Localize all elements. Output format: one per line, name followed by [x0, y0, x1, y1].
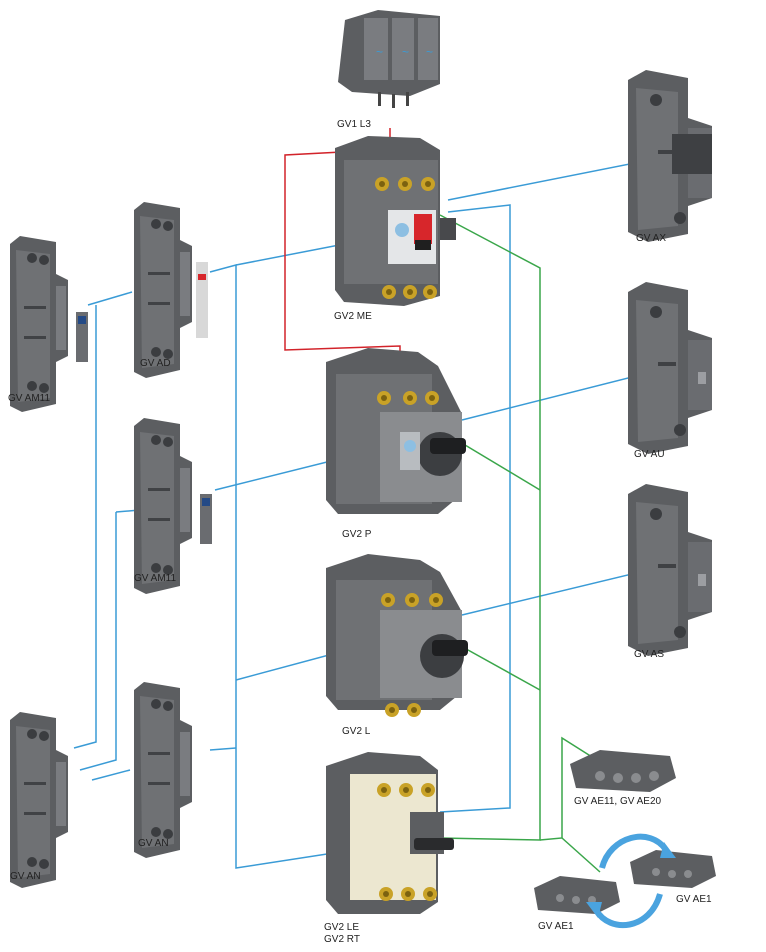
label-gv-ad: GV AD	[140, 358, 171, 369]
gv-an-center-block	[134, 682, 192, 858]
cycle-arrow-icon	[593, 833, 669, 928]
gv-am11-center-block	[134, 418, 212, 594]
gv-ae11-block	[570, 750, 676, 792]
label-gv-ae11-ae20: GV AE11, GV AE20	[574, 796, 662, 807]
label-gv2-l: GV2 L	[342, 726, 371, 737]
label-gv-as: GV AS	[634, 649, 665, 660]
svg-text:~: ~	[402, 45, 409, 59]
label-gv2-p: GV2 P	[342, 529, 372, 540]
label-gv-au: GV AU	[634, 449, 665, 460]
label-gv2-me: GV2 ME	[334, 311, 372, 322]
gv-ae1-left-block	[534, 876, 620, 914]
svg-text:~: ~	[376, 45, 383, 59]
gv-ax-unit	[628, 70, 712, 242]
label-gv-am11-left: GV AM11	[8, 393, 51, 404]
blue-connection-lines	[73, 161, 641, 869]
label-gv-an-center: GV AN	[138, 838, 169, 849]
gv2-me-device	[335, 136, 456, 306]
gv-an-left-block	[10, 712, 68, 888]
gv-au-unit	[628, 282, 712, 454]
gv2-l-device	[326, 554, 468, 717]
gv-ad-block	[134, 202, 208, 378]
label-gv-ax: GV AX	[636, 233, 667, 244]
svg-text:~: ~	[426, 45, 433, 59]
gv-ae1-right-block	[630, 850, 716, 888]
gv2-le-device	[326, 752, 454, 914]
label-gv2-le: GV2 LE	[324, 922, 360, 933]
gv1-l3-block: ~ ~ ~	[338, 10, 440, 108]
label-gv-an-left: GV AN	[10, 871, 41, 882]
label-gv-ae1-right: GV AE1	[676, 894, 712, 905]
gv-am11-left-block	[10, 236, 88, 412]
gv2-p-device	[326, 348, 466, 514]
label-gv-am11-center: GV AM11	[134, 573, 177, 584]
label-gv1-l3: GV1 L3	[337, 119, 371, 130]
label-gv-ae1-left: GV AE1	[538, 921, 574, 932]
label-gv2-rt: GV2 RT	[324, 934, 360, 945]
gv-as-unit	[628, 484, 712, 656]
